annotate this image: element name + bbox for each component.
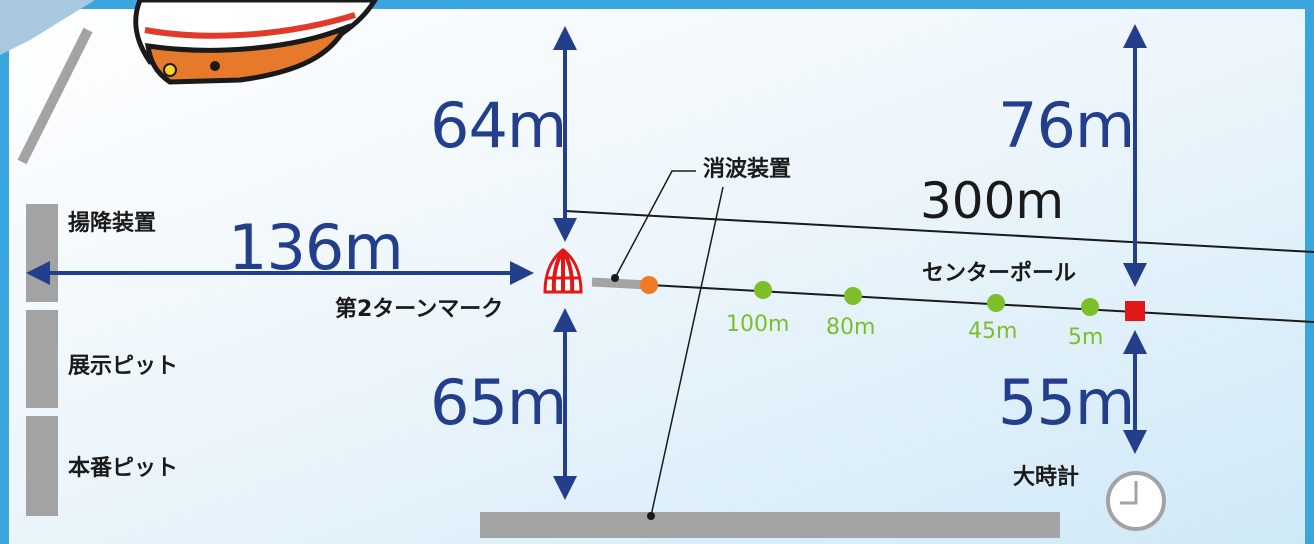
frame-right-border [1305,0,1314,544]
label-100m: 100m [726,312,790,337]
center-pole-marker [1125,301,1145,321]
marker-100m [754,281,772,299]
label-wave-breaker: 消波装置 [703,157,792,182]
label-65m: 65m [430,366,567,439]
course-line-upper [564,210,1314,253]
label-80m: 80m [826,315,876,340]
wave-breaker-bar [480,512,1060,538]
label-45m: 45m [968,319,1018,344]
label-second-turn-mark: 第2ターンマーク [335,297,504,322]
turn-mark-connector [591,277,649,290]
label-5m: 5m [1068,325,1104,350]
orange-marker [640,276,658,294]
label-center-pole: センターポール [922,261,1077,286]
main-pit-block [26,416,58,516]
leader-line-1 [614,170,696,279]
turn-mark-icon [543,248,583,294]
diagonal-structure [17,27,93,165]
exhibition-pit-block [26,310,58,408]
label-exhibition-pit: 展示ピット [68,354,179,379]
label-76m: 76m [998,89,1135,162]
label-55m: 55m [998,366,1135,439]
leader-line-2 [650,186,724,517]
label-big-clock: 大時計 [1013,465,1080,490]
corner-decoration [0,0,95,55]
lift-device-block [26,204,58,302]
label-300m: 300m [920,172,1065,230]
leader-dot-2 [647,512,655,520]
frame-left-border [0,0,9,544]
marker-80m [844,287,862,305]
boat-icon [133,0,378,85]
marker-45m [987,294,1005,312]
label-136m: 136m [228,211,404,284]
frame-top-border [0,0,1314,9]
label-64m: 64m [430,89,567,162]
label-lift-device: 揚降装置 [68,211,157,236]
leader-dot-1 [611,274,619,282]
marker-5m [1081,298,1099,316]
label-main-pit: 本番ピット [68,456,179,481]
clock-icon [1106,471,1166,531]
